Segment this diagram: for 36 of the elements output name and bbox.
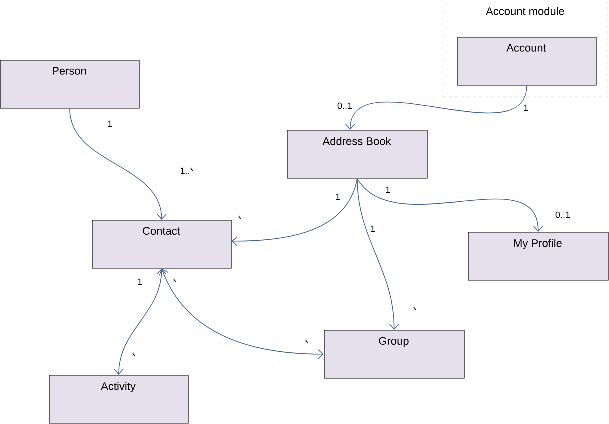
multiplicity-label: 1	[371, 226, 376, 232]
multiplicity-label: 1	[524, 104, 528, 112]
class-box	[324, 330, 465, 379]
association-arrow	[346, 85, 528, 130]
multiplicity-label: *	[305, 340, 309, 344]
association-arrow	[357, 178, 400, 330]
multiplicity-label: 1	[386, 186, 390, 194]
class-name: Contact	[143, 227, 180, 235]
class-box	[0, 60, 140, 109]
class-box	[49, 375, 189, 424]
multiplicity-label: 1	[138, 278, 142, 286]
class-box	[457, 37, 597, 86]
class-name: Address Book	[322, 137, 392, 146]
multiplicity-label: *	[132, 352, 136, 356]
multiplicity-label: 1..*	[180, 168, 194, 174]
association-arrow	[357, 178, 544, 232]
association-arrow	[70, 108, 167, 220]
class-box	[468, 232, 609, 281]
class-name: Group	[379, 337, 409, 348]
module-title: Account module	[486, 7, 564, 16]
multiplicity-label: 0..1	[556, 212, 570, 218]
class-name: My Profile	[514, 239, 562, 250]
multiplicity-label: 1	[108, 120, 112, 128]
multiplicity-label: 1	[336, 194, 340, 200]
multiplicity-label: *	[413, 306, 417, 310]
multiplicity-label: *	[173, 278, 177, 282]
multiplicity-label: *	[238, 216, 242, 220]
class-box	[287, 130, 428, 179]
class-name: Activity	[101, 382, 136, 392]
class-name: Account	[506, 44, 546, 52]
association-arrow	[232, 178, 358, 246]
multiplicity-label: 0..1	[338, 102, 352, 110]
class-box	[92, 220, 232, 269]
association-arrow	[159, 268, 324, 360]
class-name: Person	[53, 67, 86, 75]
association-arrow	[114, 268, 167, 375]
